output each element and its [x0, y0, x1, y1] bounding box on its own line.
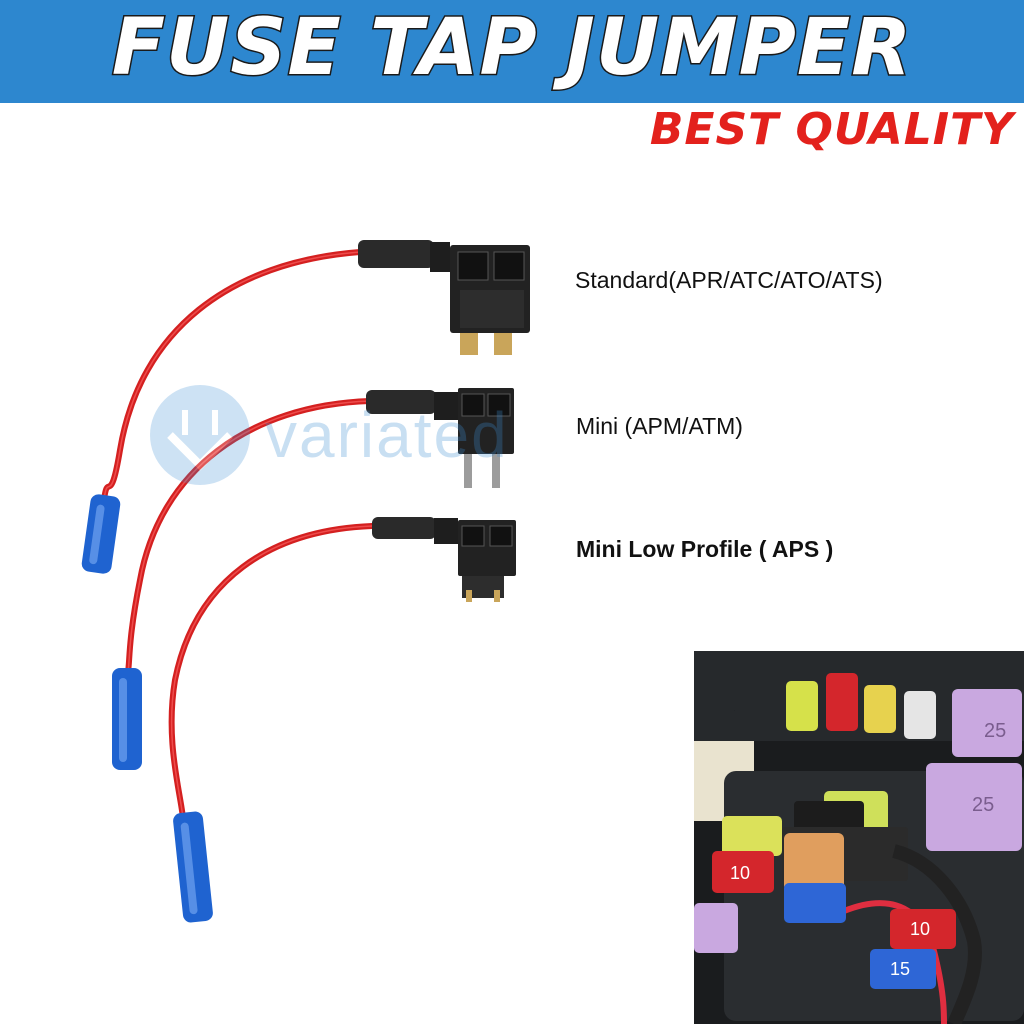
wire-low-profile: [168, 523, 375, 821]
fuse-label-10c: 10: [734, 710, 736, 712]
fuse-holder-mini: [366, 388, 514, 488]
banner-title: FUSE TAP JUMPER: [110, 2, 913, 95]
label-mini: Mini (APM/ATM): [576, 413, 743, 439]
connector-low-profile: [173, 811, 213, 923]
connector-standard: [81, 494, 121, 574]
connector-mini: [112, 668, 142, 770]
label-low-profile: Mini Low Profile ( APS ): [576, 536, 834, 562]
fuse-box-photo: 25 25 10 10 15 10: [694, 651, 1024, 1024]
fuse-box-illustration: 25 25 10 10 15 10: [694, 651, 1024, 1024]
fuse-label-25b: 25: [972, 794, 994, 816]
watermark-logo-icon: [150, 385, 250, 485]
header-banner: FUSE TAP JUMPER: [0, 0, 1024, 103]
quality-text: BEST QUALITY: [649, 104, 1014, 155]
fuse-holder-standard: [358, 240, 530, 355]
fuse-holder-low-profile: [372, 517, 516, 602]
quality-badge: BEST QUALITY: [590, 103, 1024, 157]
fuse-label-15: 15: [890, 959, 910, 979]
fuse-label-10a: 10: [730, 863, 750, 883]
fuse-label-25a: 25: [984, 720, 1006, 742]
label-standard: Standard(APR/ATC/ATO/ATS): [575, 267, 883, 293]
fuse-label-10b: 10: [910, 919, 930, 939]
watermark-text: variated: [265, 399, 509, 471]
